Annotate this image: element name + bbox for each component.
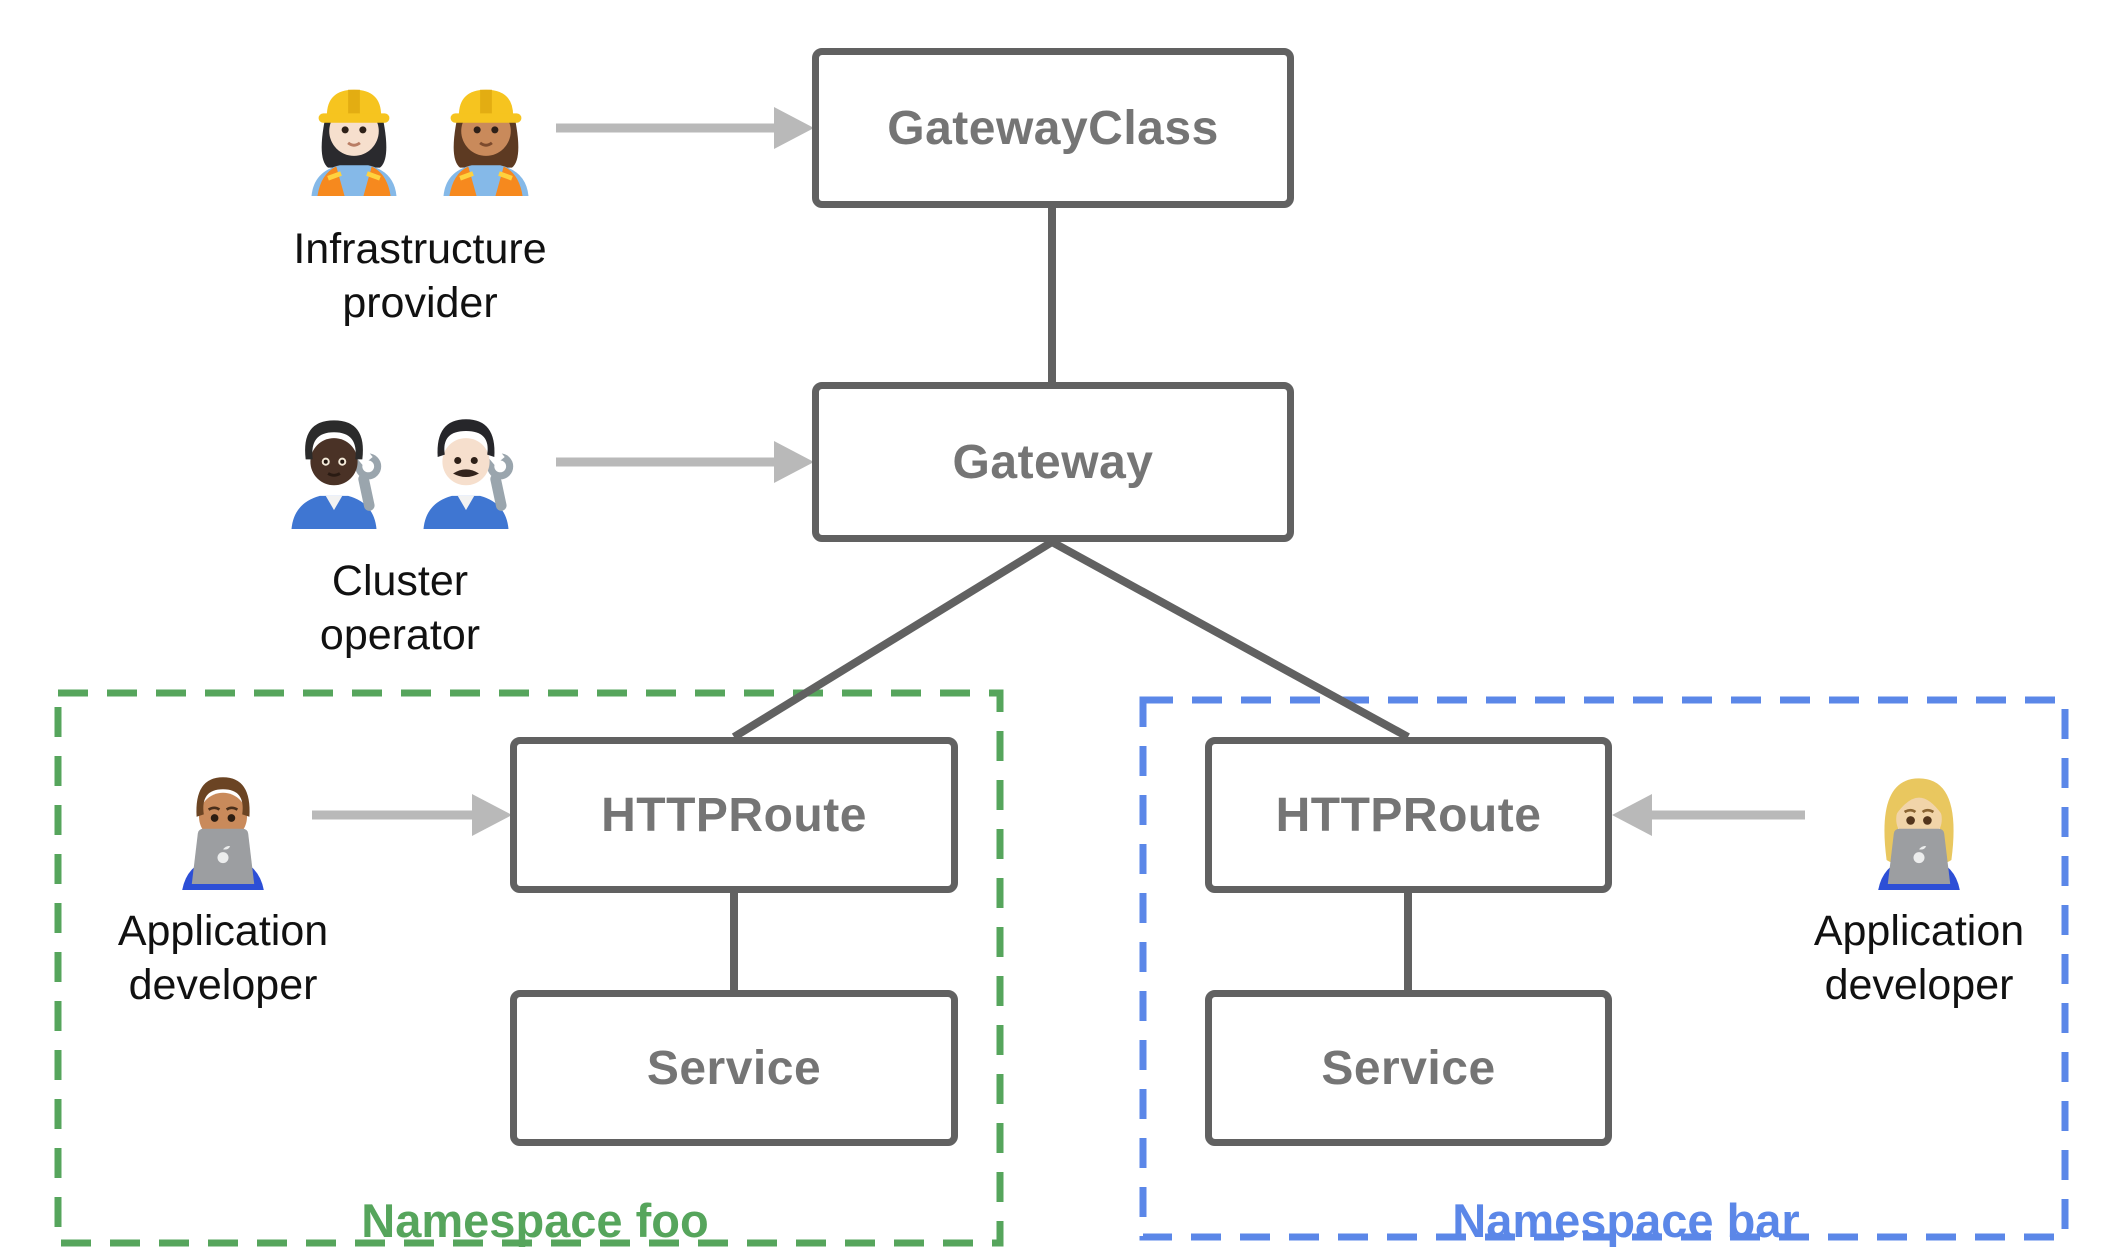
namespace-foo-caption: Namespace foo bbox=[361, 1194, 709, 1247]
gateway-label: Gateway bbox=[952, 435, 1154, 489]
httproute-bar-box: HTTPRoute bbox=[1205, 737, 1612, 893]
gatewayclass-label: GatewayClass bbox=[887, 101, 1219, 155]
actor-arrows bbox=[312, 107, 1805, 836]
cluster-operator: Cluster operator bbox=[242, 390, 558, 662]
httproute-foo-box: HTTPRoute bbox=[510, 737, 958, 893]
woman-construction-worker-medium-icon bbox=[443, 89, 529, 196]
woman-technologist-icon bbox=[1878, 778, 1960, 890]
application-developer-bar-label: Application developer bbox=[1813, 907, 2025, 1010]
gatewayclass-box: GatewayClass bbox=[812, 48, 1294, 208]
hierarchy-connectors bbox=[730, 208, 1412, 990]
namespace-foo-border bbox=[54, 689, 1004, 1247]
service-bar-label: Service bbox=[1321, 1041, 1496, 1095]
cluster-operator-label: Cluster operator bbox=[319, 557, 481, 660]
mechanic-dark-icon bbox=[291, 420, 382, 529]
service-bar-box: Service bbox=[1205, 990, 1612, 1146]
man-mechanic-light-icon bbox=[423, 419, 514, 529]
application-developer-bar: Application developer bbox=[1788, 762, 2050, 1012]
edge-gateway-httproute-bar bbox=[1050, 538, 1410, 741]
httproute-bar-label: HTTPRoute bbox=[1275, 788, 1542, 842]
application-developer-foo-label: Application developer bbox=[117, 907, 329, 1010]
infrastructure-provider-label: Infrastructure provider bbox=[293, 225, 547, 328]
arrow-infra-to-gatewayclass bbox=[556, 107, 814, 149]
arrow-dev-to-httproute-bar bbox=[1612, 794, 1805, 836]
service-foo-box: Service bbox=[510, 990, 958, 1146]
httproute-foo-label: HTTPRoute bbox=[601, 788, 867, 842]
edge-gateway-httproute-foo bbox=[731, 538, 1055, 741]
application-developer-foo: Application developer bbox=[92, 762, 354, 1012]
man-technologist-icon bbox=[182, 777, 264, 890]
gateway-box: Gateway bbox=[812, 382, 1294, 542]
infrastructure-provider: Infrastructure provider bbox=[262, 56, 578, 330]
woman-construction-worker-light-icon bbox=[311, 89, 397, 196]
arrow-dev-to-httproute-foo bbox=[312, 794, 512, 836]
arrow-cluster-to-gateway bbox=[556, 441, 814, 483]
namespace-bar-border bbox=[1139, 696, 2069, 1241]
service-foo-label: Service bbox=[646, 1041, 822, 1095]
namespace-bar-caption: Namespace bar bbox=[1452, 1194, 1800, 1247]
